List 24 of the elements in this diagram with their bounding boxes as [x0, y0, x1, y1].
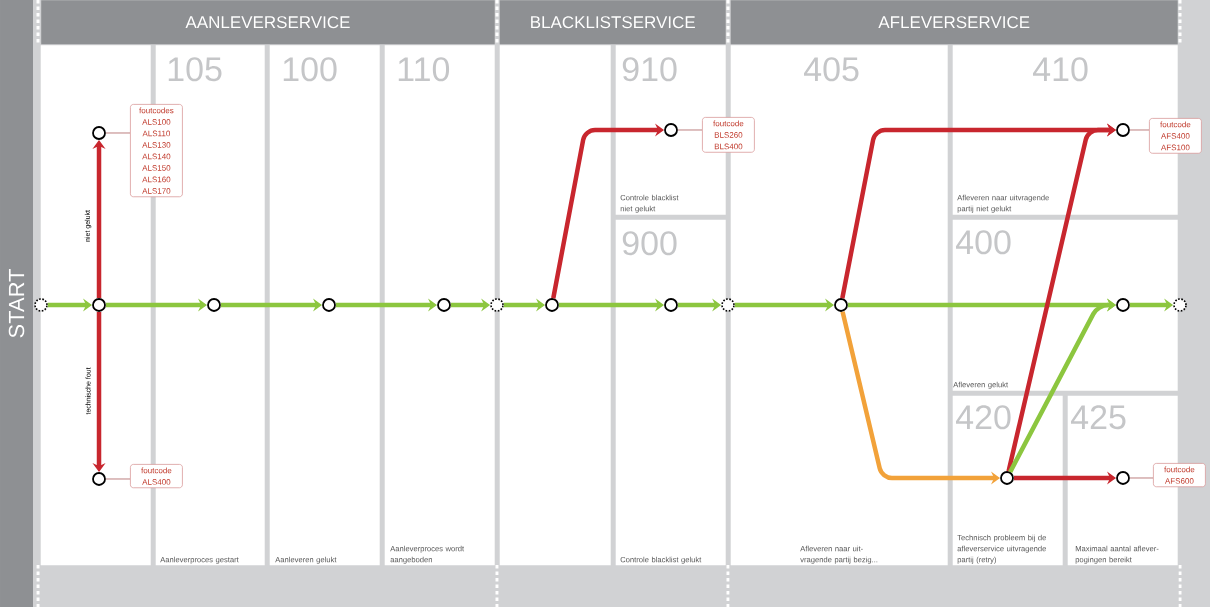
lane-header: AANLEVERSERVICE [41, 0, 495, 45]
leader-line [1129, 477, 1154, 479]
step-number: 910 [622, 57, 677, 82]
lane-header: BLACKLISTSERVICE [499, 0, 726, 45]
callout-box: foutcode AFS400 AFS100 [1149, 118, 1202, 154]
callout-box: foutcode ALS400 [130, 464, 183, 489]
step-number: 405 [804, 57, 859, 82]
callout-box: foutcode BLS260 BLS400 [702, 117, 755, 153]
step-number: 410 [1033, 57, 1088, 82]
leader-line [1129, 129, 1150, 131]
callout-box: foutcodes ALS100 ALS110 ALS130 ALS140 ALS150 ALS160 ALS170 [130, 104, 183, 198]
leader-line [105, 132, 131, 134]
step-number: 420 [956, 405, 1011, 430]
step-number: 110 [398, 57, 450, 82]
side-band: START [0, 0, 33, 607]
step-number: 105 [168, 57, 222, 82]
lane-header: AFLEVERSERVICE [730, 0, 1178, 45]
leader-line [677, 129, 703, 131]
step-number: 100 [283, 57, 337, 82]
callout-box: foutcode AFS600 [1153, 463, 1206, 488]
step-number: 425 [1071, 405, 1126, 430]
step-number: 400 [956, 230, 1011, 255]
step-number: 900 [622, 231, 677, 256]
leader-line [105, 478, 131, 480]
